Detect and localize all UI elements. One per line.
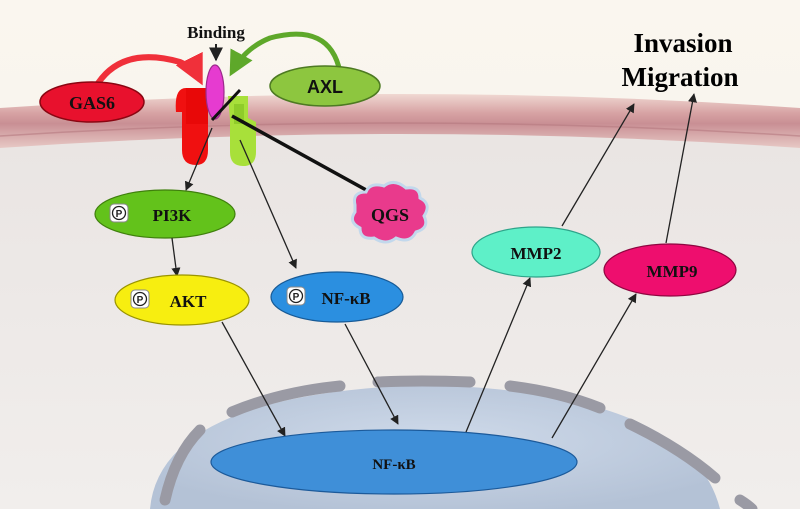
nuclear-envelope (159, 375, 758, 509)
akt-node (114, 274, 250, 326)
pi3k-node (94, 189, 236, 239)
svg-text:P: P (116, 209, 123, 220)
mmp9-label: MMP9 (647, 262, 698, 281)
nfkb-nucleus-label: NF-κB (372, 457, 415, 473)
svg-text:P: P (137, 295, 144, 306)
pi3k-akt-arrow (171, 237, 181, 277)
mmp9-migration-arrow (665, 93, 697, 244)
svg-text:P: P (293, 292, 300, 303)
akt-label: AKT (170, 292, 208, 311)
nucleus-mmp9-arrow (551, 293, 637, 439)
mmp2-invasion-arrow (561, 103, 635, 227)
ligand-binding-site (205, 64, 225, 120)
mmp2-node (471, 226, 601, 278)
axl-binding-arrow (229, 31, 343, 77)
nfkb-cytoplasm-node (270, 271, 404, 323)
receptor-link-line (210, 88, 242, 122)
gas6-node (39, 81, 145, 123)
migration-label: Migration (622, 62, 739, 92)
membrane-inner-line (0, 122, 800, 137)
akt-phospho-icon: P (130, 289, 150, 309)
pi3k-label: PI3K (153, 206, 193, 225)
gas6-receptor (175, 88, 208, 165)
pi3k-phospho-icon: P (109, 203, 129, 223)
gas6-binding-arrow (92, 51, 203, 90)
axl-node (269, 65, 381, 107)
binding-label: Binding (187, 23, 245, 42)
invasion-label: Invasion (633, 28, 732, 58)
mmp2-label: MMP2 (511, 244, 562, 263)
qgs-label: QGS (371, 205, 409, 225)
nfkb-nucleus-arrow (344, 323, 399, 425)
receptor-nfkb-arrow (239, 139, 297, 269)
nucleus-mmp2-arrow (465, 277, 532, 433)
mmp9-node (603, 243, 737, 297)
nfkb-nucleus-node (210, 429, 578, 495)
qgs-inhibition-line (231, 114, 389, 204)
akt-nucleus-arrow (221, 321, 286, 437)
gas6-label: GAS6 (69, 93, 115, 113)
axl-label: AXL (307, 77, 343, 97)
qgs-node (350, 181, 429, 244)
receptor-pi3k-arrow (184, 127, 213, 191)
nfkb-cytoplasm-label: NF-κB (321, 289, 370, 308)
nfkb-phospho-icon: P (286, 286, 306, 306)
